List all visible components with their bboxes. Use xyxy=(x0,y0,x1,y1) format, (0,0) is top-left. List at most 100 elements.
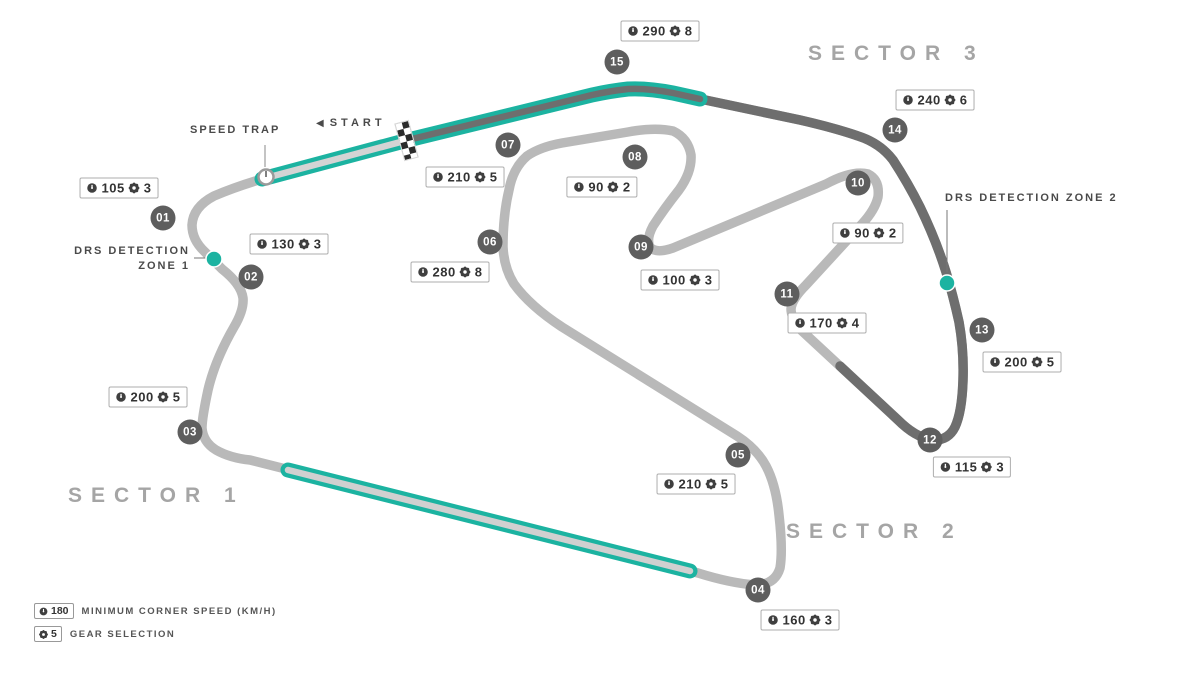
corner-speed: 160 xyxy=(782,612,806,628)
speed-gauge-icon xyxy=(627,25,639,37)
corner-gear: 2 xyxy=(888,225,897,241)
gear-icon xyxy=(459,266,471,278)
corner-badge-10: 10 xyxy=(845,170,871,196)
corner-gear: 3 xyxy=(704,272,713,288)
corner-badge-06: 06 xyxy=(477,229,503,255)
corner-speed: 130 xyxy=(271,236,295,252)
corner-info-08: 90 2 xyxy=(566,176,638,198)
corner-speed: 90 xyxy=(588,179,604,195)
speed-gauge-icon xyxy=(417,266,429,278)
drs-zone1-line2: ZONE 1 xyxy=(138,259,190,272)
sector-2-label: SECTOR 2 xyxy=(786,520,963,543)
speed-gauge-icon xyxy=(989,356,1001,368)
corner-info-01: 105 3 xyxy=(79,177,159,199)
corner-gear: 8 xyxy=(684,23,693,39)
gear-icon xyxy=(873,227,885,239)
speed-gauge-icon xyxy=(573,181,585,193)
corner-speed: 115 xyxy=(954,459,978,475)
corner-badge-09: 09 xyxy=(628,234,654,260)
corner-info-07: 210 5 xyxy=(425,166,505,188)
speed-gauge-icon xyxy=(902,94,914,106)
corner-gear: 3 xyxy=(313,236,322,252)
gear-icon xyxy=(1031,356,1043,368)
corner-speed: 105 xyxy=(101,180,125,196)
corner-gear: 3 xyxy=(143,180,152,196)
corner-gear: 3 xyxy=(996,459,1005,475)
gear-icon xyxy=(39,629,48,639)
gear-icon xyxy=(474,171,486,183)
corner-info-04: 160 3 xyxy=(760,609,840,631)
corner-speed: 290 xyxy=(642,23,666,39)
speed-gauge-icon xyxy=(767,614,779,626)
corner-info-11: 170 4 xyxy=(787,312,867,334)
corner-badge-14: 14 xyxy=(882,117,908,143)
speed-gauge-icon xyxy=(794,317,806,329)
legend-speed-box: 180 xyxy=(34,603,74,619)
gear-icon xyxy=(157,391,169,403)
gear-icon xyxy=(607,181,619,193)
corner-info-09: 100 3 xyxy=(640,269,720,291)
legend: 180 MINIMUM CORNER SPEED (KM/H) 5 GEAR S… xyxy=(34,603,277,649)
corner-info-05: 210 5 xyxy=(656,473,736,495)
corner-info-02: 130 3 xyxy=(249,233,329,255)
corner-badge-04: 04 xyxy=(745,577,771,603)
corner-gear: 3 xyxy=(824,612,833,628)
start-arrow-icon: ◀ xyxy=(316,117,324,129)
corner-gear: 8 xyxy=(474,264,483,280)
legend-gear-text: GEAR SELECTION xyxy=(69,628,176,640)
corner-badge-11: 11 xyxy=(774,281,800,307)
speed-gauge-icon xyxy=(115,391,127,403)
speed-gauge-icon xyxy=(256,238,268,250)
sector-3-label: SECTOR 3 xyxy=(808,42,985,65)
corner-info-13: 200 5 xyxy=(982,351,1062,373)
corner-speed: 280 xyxy=(432,264,456,280)
drs-zone2-label: DRS DETECTION ZONE 2 xyxy=(945,192,1118,204)
corner-gear: 6 xyxy=(959,92,968,108)
gear-icon xyxy=(981,461,993,473)
gear-icon xyxy=(809,614,821,626)
gear-icon xyxy=(128,182,140,194)
corner-info-03: 200 5 xyxy=(108,386,188,408)
speed-gauge-icon xyxy=(39,606,48,616)
speed-trap-label: SPEED TRAP xyxy=(190,124,281,136)
corner-speed: 200 xyxy=(130,389,154,405)
corner-info-15: 290 8 xyxy=(620,20,700,42)
speed-gauge-icon xyxy=(432,171,444,183)
gear-icon xyxy=(836,317,848,329)
corner-gear: 5 xyxy=(489,169,498,185)
corner-speed: 210 xyxy=(447,169,471,185)
gear-icon xyxy=(298,238,310,250)
corner-badge-07: 07 xyxy=(495,132,521,158)
corner-badge-08: 08 xyxy=(622,144,648,170)
corner-badge-13: 13 xyxy=(969,317,995,343)
legend-speed-value: 180 xyxy=(51,605,69,617)
legend-gear-box: 5 xyxy=(34,626,62,642)
corner-gear: 5 xyxy=(720,476,729,492)
corner-gear: 4 xyxy=(851,315,860,331)
corner-info-10: 90 2 xyxy=(832,222,904,244)
legend-speed-row: 180 MINIMUM CORNER SPEED (KM/H) xyxy=(34,603,277,619)
gear-icon xyxy=(944,94,956,106)
corner-badge-05: 05 xyxy=(725,442,751,468)
speed-gauge-icon xyxy=(663,478,675,490)
speed-gauge-icon xyxy=(839,227,851,239)
gear-icon xyxy=(705,478,717,490)
back-straight-center-light xyxy=(284,466,694,575)
corner-speed: 210 xyxy=(678,476,702,492)
legend-gear-row: 5 GEAR SELECTION xyxy=(34,626,277,642)
corner-info-06: 280 8 xyxy=(410,261,490,283)
legend-gear-value: 5 xyxy=(51,628,57,640)
corner-speed: 170 xyxy=(809,315,833,331)
corner-speed: 240 xyxy=(917,92,941,108)
corner-badge-03: 03 xyxy=(177,419,203,445)
corner-speed: 100 xyxy=(662,272,686,288)
drs-zone1-line1: DRS DETECTION xyxy=(74,245,190,257)
corner-info-14: 240 6 xyxy=(895,89,975,111)
start-label: ◀ START xyxy=(316,117,386,129)
start-text: START xyxy=(329,117,386,129)
speed-gauge-icon xyxy=(647,274,659,286)
corner-badge-15: 15 xyxy=(604,49,630,75)
corner-badge-12: 12 xyxy=(917,427,943,453)
corner-gear: 5 xyxy=(1046,354,1055,370)
